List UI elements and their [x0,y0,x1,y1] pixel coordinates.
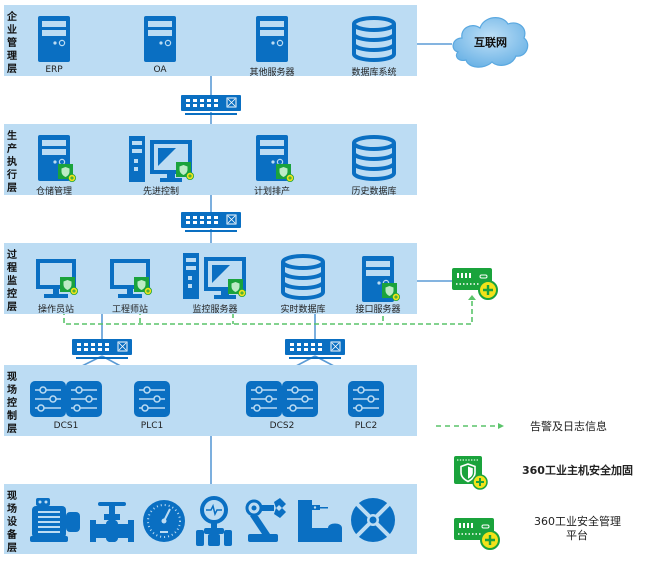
layer-title: 现场控制层 [7,372,17,435]
node-dcs1[interactable]: DCS1 [30,381,102,431]
host-shield-icon [454,456,488,490]
database-icon [350,15,398,63]
node-label: 接口服务器 [355,305,401,315]
node-plc2[interactable]: PLC2 [348,381,384,431]
machine-tool-icon[interactable] [298,500,342,542]
node-label: 仓储管理 [35,187,72,197]
node-dcs2[interactable]: DCS2 [246,381,318,431]
shield-badge-icon [58,164,76,182]
node-advanced-control[interactable]: 先进控制 [128,134,194,197]
cloud-icon [452,17,529,68]
node-realtime-database[interactable]: 实时数据库 [279,253,327,315]
node-erp[interactable]: ERP [36,15,72,75]
controller-icon [66,381,102,417]
node-label: ERP [45,65,63,75]
node-oa[interactable]: OA [142,15,178,75]
node-label: 历史数据库 [351,187,397,197]
node-plc1[interactable]: PLC1 [134,381,170,431]
layer-enterprise-management: 企业管理层 ERP OA 其他服务器 数据库系统 [4,5,417,78]
management-platform-icon[interactable] [452,266,498,300]
controller-icon [134,381,170,417]
node-label: 其他服务器 [249,68,295,78]
network-switch-icon[interactable] [181,93,241,117]
alert-arrowhead-icon [468,295,476,300]
node-label: PLC2 [354,421,378,431]
node-engineer-station[interactable]: 工程师站 [108,257,152,315]
node-label: 工程师站 [111,305,148,315]
controller-icon [348,381,384,417]
controller-icon [246,381,282,417]
node-label: 计划排产 [253,187,290,197]
controller-icon [30,381,66,417]
shield-badge-icon [276,164,294,182]
database-icon [279,253,327,301]
alert-log-path [63,294,473,325]
controller-icon [282,381,318,417]
shield-badge-icon [228,279,246,297]
legend-alert-log-label: 告警及日志信息 [530,420,607,433]
node-label: OA [153,65,167,75]
node-label: 操作员站 [37,305,74,315]
gauge-icon[interactable] [142,499,186,543]
fan-icon[interactable] [350,497,396,543]
pressure-transmitter-icon[interactable] [194,496,234,546]
layer-process-monitoring: 过程监控层 操作员站 工程师站 监控服务器 实时数据库 接口服务器 [4,243,417,315]
shield-badge-icon [382,283,400,301]
node-historical-database[interactable]: 历史数据库 [350,134,398,197]
node-operator-station[interactable]: 操作员站 [34,257,78,315]
node-interface-server[interactable]: 接口服务器 [355,255,401,315]
layer-title: 生产执行层 [7,131,17,194]
server-icon [142,15,178,63]
node-label: 实时数据库 [280,305,326,315]
management-platform-icon [454,516,500,550]
node-label: 先进控制 [142,187,179,197]
network-switch-icon[interactable] [181,210,241,234]
legend-host-hardening-label: 360工业主机安全加固 [522,464,633,477]
internet-cloud[interactable]: 互联网 [450,10,530,72]
node-label: DCS2 [269,421,295,431]
valve-icon[interactable] [90,502,134,542]
legend-platform-label-line2: 平台 [566,529,588,542]
motor-icon[interactable] [30,498,82,542]
legend-platform-label: 360工业安全管理 [534,515,621,528]
network-switch-icon[interactable] [72,337,132,361]
shield-badge-icon [60,277,78,295]
node-label: PLC1 [140,421,164,431]
node-label: DCS1 [53,421,79,431]
node-other-servers[interactable]: 其他服务器 [249,15,295,78]
dashed-arrow-icon [436,423,504,429]
internet-label: 互联网 [474,36,507,49]
shield-badge-icon [176,162,194,180]
layer-title: 现场设备层 [7,491,17,554]
layer-field-devices: 现场设备层 [4,484,417,554]
layer-title: 企业管理层 [7,12,17,75]
network-switch-icon[interactable] [285,337,345,361]
server-icon [36,15,72,63]
legend: 告警及日志信息 360工业主机安全加固 360工业安全管理 平台 [430,410,650,560]
database-icon [350,134,398,182]
robot-arm-icon[interactable] [244,498,290,542]
layer-production-execution: 生产执行层 仓储管理 先进控制 计划排产 历史数据库 [4,124,417,197]
node-database-system[interactable]: 数据库系统 [350,15,398,78]
server-icon [254,15,290,63]
node-production-planning[interactable]: 计划排产 [254,134,290,197]
node-label: 数据库系统 [351,68,397,78]
node-warehouse-management[interactable]: 仓储管理 [36,134,72,197]
node-monitoring-server[interactable]: 监控服务器 [182,251,248,315]
layer-field-control: 现场控制层 DCS1 PLC1 DCS2 PLC2 [4,365,417,436]
shield-badge-icon [134,277,152,295]
layer-title: 过程监控层 [7,250,17,313]
node-label: 监控服务器 [192,305,238,315]
